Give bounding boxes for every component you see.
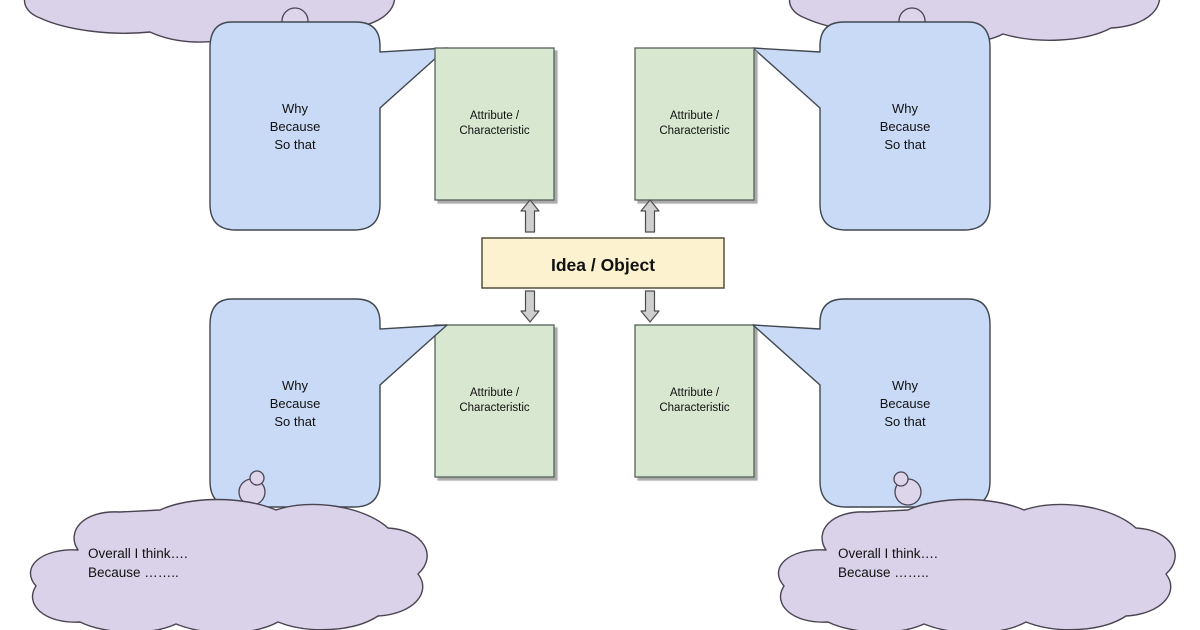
- center-box[interactable]: [481, 237, 725, 289]
- arrow-down-left: [520, 290, 540, 323]
- bubble-top-right[interactable]: [752, 21, 991, 231]
- bubble-top-left-hit[interactable]: [210, 22, 380, 230]
- cloud-bottom-right-hit[interactable]: [768, 498, 1186, 628]
- attr-bottom-right[interactable]: [634, 324, 755, 478]
- bubble-bottom-left-hit[interactable]: [210, 299, 380, 507]
- attr-bottom-right-hit[interactable]: [635, 325, 754, 477]
- bubble-bottom-right-hit[interactable]: [820, 299, 990, 507]
- attr-bottom-left-hit[interactable]: [435, 325, 554, 477]
- attr-top-right-hit[interactable]: [635, 48, 754, 200]
- bubble-bottom-right[interactable]: [752, 298, 991, 508]
- bubble-trail-bottom-left: [238, 470, 266, 506]
- bubble-bottom-left[interactable]: [209, 298, 448, 508]
- cloud-bottom-left-hit[interactable]: [20, 498, 438, 628]
- bubble-top-left[interactable]: [209, 21, 448, 231]
- cloud-bottom-right[interactable]: [777, 498, 1176, 630]
- attr-top-right[interactable]: [634, 47, 755, 201]
- attr-top-left[interactable]: [434, 47, 555, 201]
- center-box-hit[interactable]: [482, 238, 724, 288]
- arrow-up-left: [520, 199, 540, 233]
- attr-top-left-hit[interactable]: [435, 48, 554, 200]
- bubble-top-right-hit[interactable]: [820, 22, 990, 230]
- arrow-up-right: [640, 199, 660, 233]
- attr-bottom-left[interactable]: [434, 324, 555, 478]
- cloud-bottom-left[interactable]: [29, 498, 428, 630]
- arrow-down-right: [640, 290, 660, 323]
- bubble-trail-bottom-right: [893, 471, 922, 506]
